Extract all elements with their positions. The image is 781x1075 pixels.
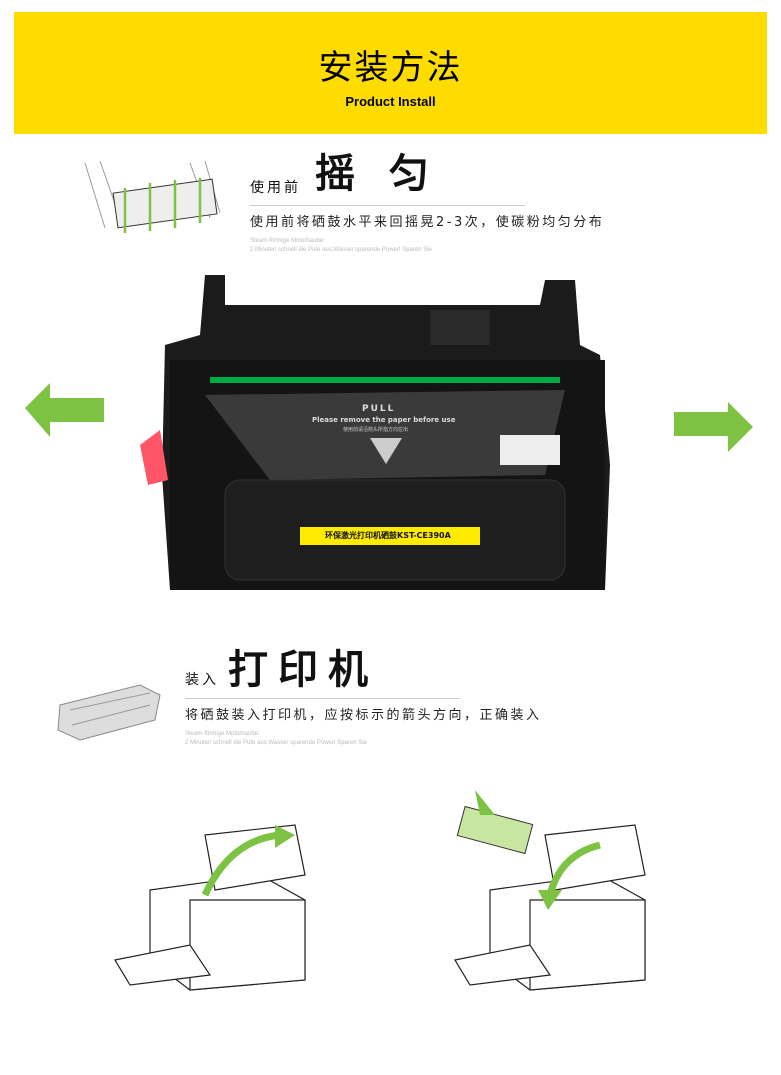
step1-description: 使用前将硒鼓水平来回摇晃2-3次，使碳粉均匀分布 [250, 215, 605, 230]
cartridge-label: 环保激光打印机硒鼓KST-CE390A [325, 531, 451, 540]
step2-prefix: 装入 [185, 672, 219, 688]
divider [250, 205, 525, 206]
left-arrow-icon [25, 383, 104, 437]
right-arrow-icon [674, 402, 753, 452]
shake-cartridge-illustration [84, 160, 220, 233]
step1-prefix: 使用前 [250, 180, 301, 196]
step1-heading: 摇 匀 [315, 151, 439, 197]
step1-note: Steam-förmige Motorhaube:2 Minuten schne… [250, 238, 432, 253]
down-arrow-icon [370, 438, 402, 464]
remove-paper-note: Please remove the paper before use [312, 416, 456, 424]
step2-heading: 打印机 [228, 647, 378, 693]
remove-paper-note-cn: 使用前请沿箭头所指方向拉出 [343, 427, 409, 433]
cartridge-illustration [57, 684, 161, 741]
step2-description: 将硒鼓装入打印机，应按标示的箭头方向，正确装入 [185, 708, 542, 723]
page-subtitle: Product Install [345, 94, 436, 109]
cartridge-photo [25, 275, 753, 590]
printer-insert-illustration [454, 790, 646, 991]
step2-note: Steam-förmige Motorhaube:2 Minuten schne… [185, 731, 367, 746]
printer-open-illustration [114, 824, 306, 991]
header-banner: 安装方法 Product Install [14, 12, 767, 134]
page-title: 安装方法 [318, 48, 463, 88]
divider [185, 698, 460, 699]
pull-label: PULL [362, 404, 396, 414]
